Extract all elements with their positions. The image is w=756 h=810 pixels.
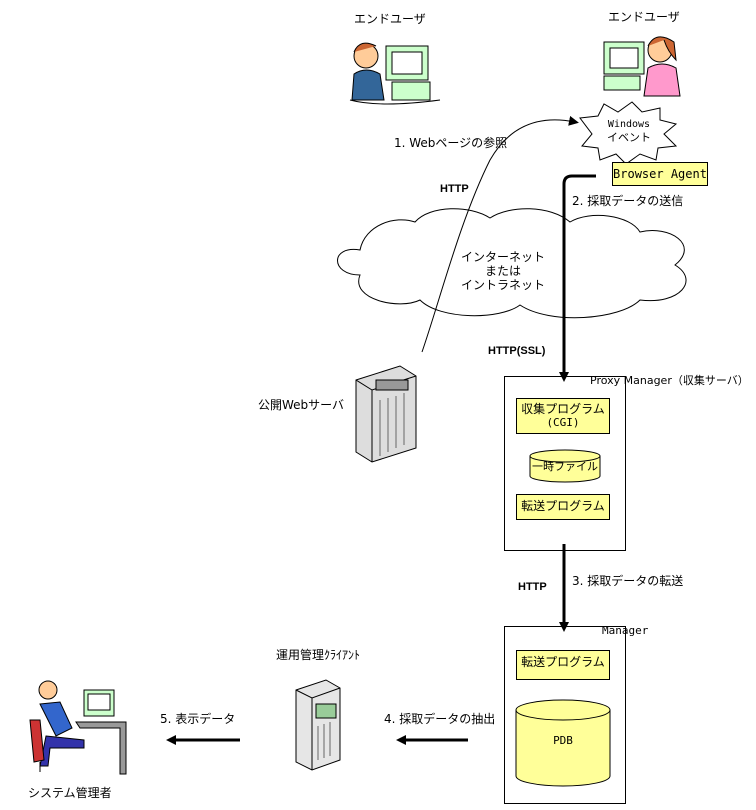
temp-file-cylinder: [529, 449, 601, 483]
server-icon: [355, 365, 417, 463]
step2-label: 2. 採取データの送信: [572, 194, 684, 208]
admin-at-desk-icon: [29, 680, 127, 775]
sys-admin-label: システム管理者: [28, 786, 112, 800]
manager-frame: [504, 626, 626, 804]
proxy-manager-label: Proxy Manager（収集サーバ）: [590, 374, 749, 387]
step5-label: 5. 表示データ: [160, 712, 236, 726]
internet-label-1: インターネット: [460, 250, 545, 264]
browser-agent-box: Browser Agent: [612, 162, 708, 186]
pdb-label: PDB: [553, 734, 573, 747]
pdb-cylinder: [515, 699, 611, 787]
manager-label: Manager: [602, 624, 649, 637]
transfer-program-manager-box: 転送プログラム: [516, 650, 610, 680]
user-with-computer-icon: [349, 42, 441, 105]
proxy-manager-frame: [504, 376, 626, 551]
collect-program-sub: (CGI): [546, 416, 580, 429]
cloud-icon: [337, 208, 687, 319]
collect-program-label: 収集プログラム: [521, 402, 605, 416]
client-workstation-icon: [295, 679, 341, 771]
temp-file-label: 一時ファイル: [532, 460, 598, 473]
http-top-label: HTTP: [440, 183, 469, 195]
public-web-server-label: 公開Webサーバ: [258, 398, 345, 412]
transfer-program-proxy-box: 転送プログラム: [516, 494, 610, 520]
agent-to-proxy-line: [559, 174, 596, 382]
collect-program-box: 収集プログラム (CGI): [516, 398, 610, 434]
windows-event-burst-icon: [579, 101, 678, 165]
step3-label: 3. 採取データの転送: [572, 574, 684, 588]
windows-event-label-1: Windows: [607, 119, 651, 130]
step4-label: 4. 採取データの抽出: [384, 712, 496, 726]
windows-event-label-2: イベント: [607, 131, 651, 144]
step1-label: 1. Webページの参照: [394, 136, 508, 150]
internet-label-2: または: [484, 264, 521, 278]
internet-label-3: イントラネット: [460, 278, 545, 292]
http-ssl-label: HTTP(SSL): [488, 345, 546, 357]
end-user-right-label: エンドユーザ: [608, 10, 680, 24]
ops-client-label: 運用管理ｸﾗｲｱﾝﾄ: [276, 648, 361, 662]
http-mid-label: HTTP: [518, 581, 547, 593]
end-user-left-label: エンドユーザ: [354, 12, 426, 26]
web-reference-curve: [421, 115, 579, 353]
user-with-computer-icon-right: [603, 36, 681, 97]
